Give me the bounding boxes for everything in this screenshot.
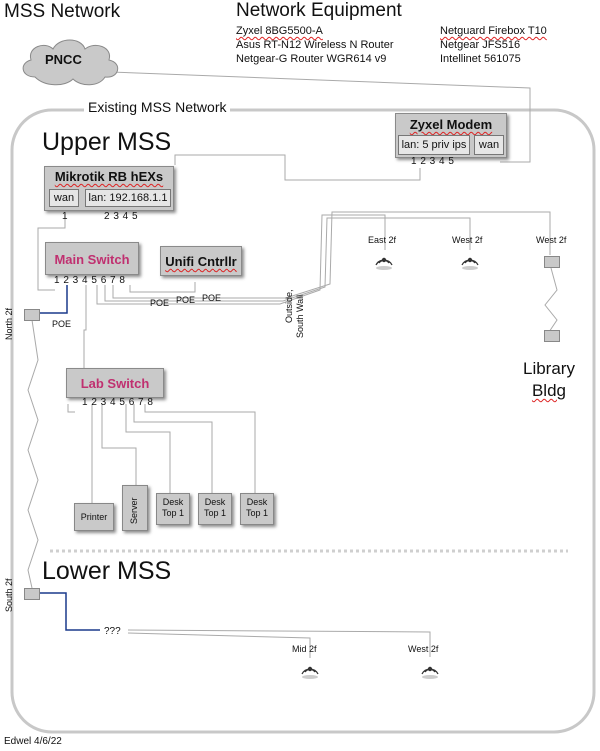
- library-line: Library: [523, 359, 575, 378]
- unifi-controller[interactable]: Unifi Cntrllr: [160, 246, 242, 276]
- existing-network-label: Existing MSS Network: [84, 99, 231, 115]
- south-antenna: [24, 588, 40, 600]
- equipment-title: Network Equipment: [236, 0, 402, 21]
- library-line: Bldg: [531, 381, 566, 400]
- south-wall-label: South Wall: [295, 294, 305, 338]
- wifi-ap-west: [459, 250, 481, 272]
- main-switch-port-numbers: 1 2 3 4 5 6 7 8: [54, 275, 126, 286]
- wifi-icon: [421, 666, 439, 679]
- unifi-title: Unifi Cntrllr: [165, 254, 237, 269]
- bridge-antenna-library: [544, 330, 560, 342]
- footer-signature: Edwel 4/6/22: [4, 736, 62, 747]
- wifi-ap-mid: [299, 659, 321, 681]
- mikrotik-port-1: 1: [62, 211, 69, 222]
- equipment-item: Intellinet 561075: [440, 53, 521, 65]
- poe-label: POE: [176, 295, 196, 305]
- equipment-item: Zyxel 8BG5500-A: [236, 25, 323, 37]
- main-switch-title: Main Switch: [54, 252, 130, 267]
- poe-label: POE: [202, 293, 222, 303]
- zyxel-port-numbers: 1 2 3 4 5: [411, 156, 455, 167]
- wifi-icon: [375, 257, 393, 270]
- desktop-label: Top 1: [161, 508, 185, 518]
- zyxel-wan-port: wan: [474, 135, 504, 155]
- desktop-device[interactable]: Desk Top 1: [156, 493, 190, 525]
- equipment-item: Netgear JFS516: [440, 39, 521, 51]
- poe-label: POE: [150, 298, 170, 308]
- ap-label-mid: Mid 2f: [292, 644, 317, 654]
- pncc-cloud: PNCC: [15, 33, 125, 89]
- main-switch[interactable]: Main Switch: [45, 242, 139, 275]
- desktop-label: Desk: [162, 497, 184, 507]
- outside-label: Outside,: [284, 289, 294, 323]
- ap-label-west-bridge: West 2f: [536, 235, 567, 245]
- wifi-icon: [461, 257, 479, 270]
- wifi-ap-east: [373, 250, 395, 272]
- north-label: North 2f: [4, 307, 14, 340]
- ap-label-east: East 2f: [368, 235, 397, 245]
- desktop-device[interactable]: Desk Top 1: [240, 493, 274, 525]
- equipment-item: Asus RT-N12 Wireless N Router: [236, 39, 394, 51]
- north-antenna: [24, 309, 40, 321]
- desktop-label: Desk: [246, 497, 268, 507]
- wifi-ap-west-lower: [419, 659, 441, 681]
- zyxel-modem[interactable]: Zyxel Modem lan: 5 priv ips wan: [395, 113, 507, 158]
- page-title: MSS Network: [4, 1, 121, 22]
- upper-mss-label: Upper MSS: [42, 128, 172, 156]
- mikrotik-port-numbers: 2 3 4 5: [104, 211, 139, 222]
- desktop-label: Desk: [204, 497, 226, 507]
- ap-label-west: West 2f: [452, 235, 483, 245]
- server-device[interactable]: Server: [122, 485, 148, 531]
- zyxel-title: Zyxel Modem: [409, 117, 493, 132]
- equipment-list-col1: Zyxel 8BG5500-A Asus RT-N12 Wireless N R…: [236, 24, 394, 66]
- mikrotik-wan-port: wan: [49, 189, 79, 207]
- mikrotik-lan-port: lan: 192.168.1.1: [85, 189, 171, 207]
- lab-switch-port-numbers: 1 2 3 4 5 6 7 8: [82, 397, 154, 408]
- desktop-label: Top 1: [245, 508, 269, 518]
- equipment-item: Netgear-G Router WGR614 v9: [236, 53, 387, 65]
- printer-device[interactable]: Printer: [74, 503, 114, 531]
- ap-label-west-lower: West 2f: [408, 644, 439, 654]
- poe-label-north: POE: [52, 319, 72, 329]
- mikrotik-router[interactable]: Mikrotik RB hEXs wan lan: 192.168.1.1: [44, 166, 174, 211]
- lab-switch[interactable]: Lab Switch: [66, 368, 164, 398]
- equipment-item: Netguard Firebox T10: [440, 25, 547, 37]
- south-label: South 2f: [4, 578, 14, 612]
- zyxel-lan-port: lan: 5 priv ips: [398, 135, 470, 155]
- equipment-list-col2: Netguard Firebox T10 Netgear JFS516 Inte…: [440, 24, 547, 66]
- lower-mss-label: Lower MSS: [42, 557, 172, 585]
- server-label: Server: [129, 497, 139, 524]
- library-label: Library Bldg: [523, 358, 575, 402]
- desktop-label: Top 1: [203, 508, 227, 518]
- unknown-device-label: ???: [104, 626, 121, 637]
- desktop-device[interactable]: Desk Top 1: [198, 493, 232, 525]
- cloud-icon: [22, 39, 119, 86]
- lab-switch-title: Lab Switch: [80, 376, 150, 391]
- bridge-antenna: [544, 256, 560, 268]
- mikrotik-title: Mikrotik RB hEXs: [54, 169, 164, 184]
- wifi-icon: [301, 666, 319, 679]
- cloud-label: PNCC: [45, 52, 82, 67]
